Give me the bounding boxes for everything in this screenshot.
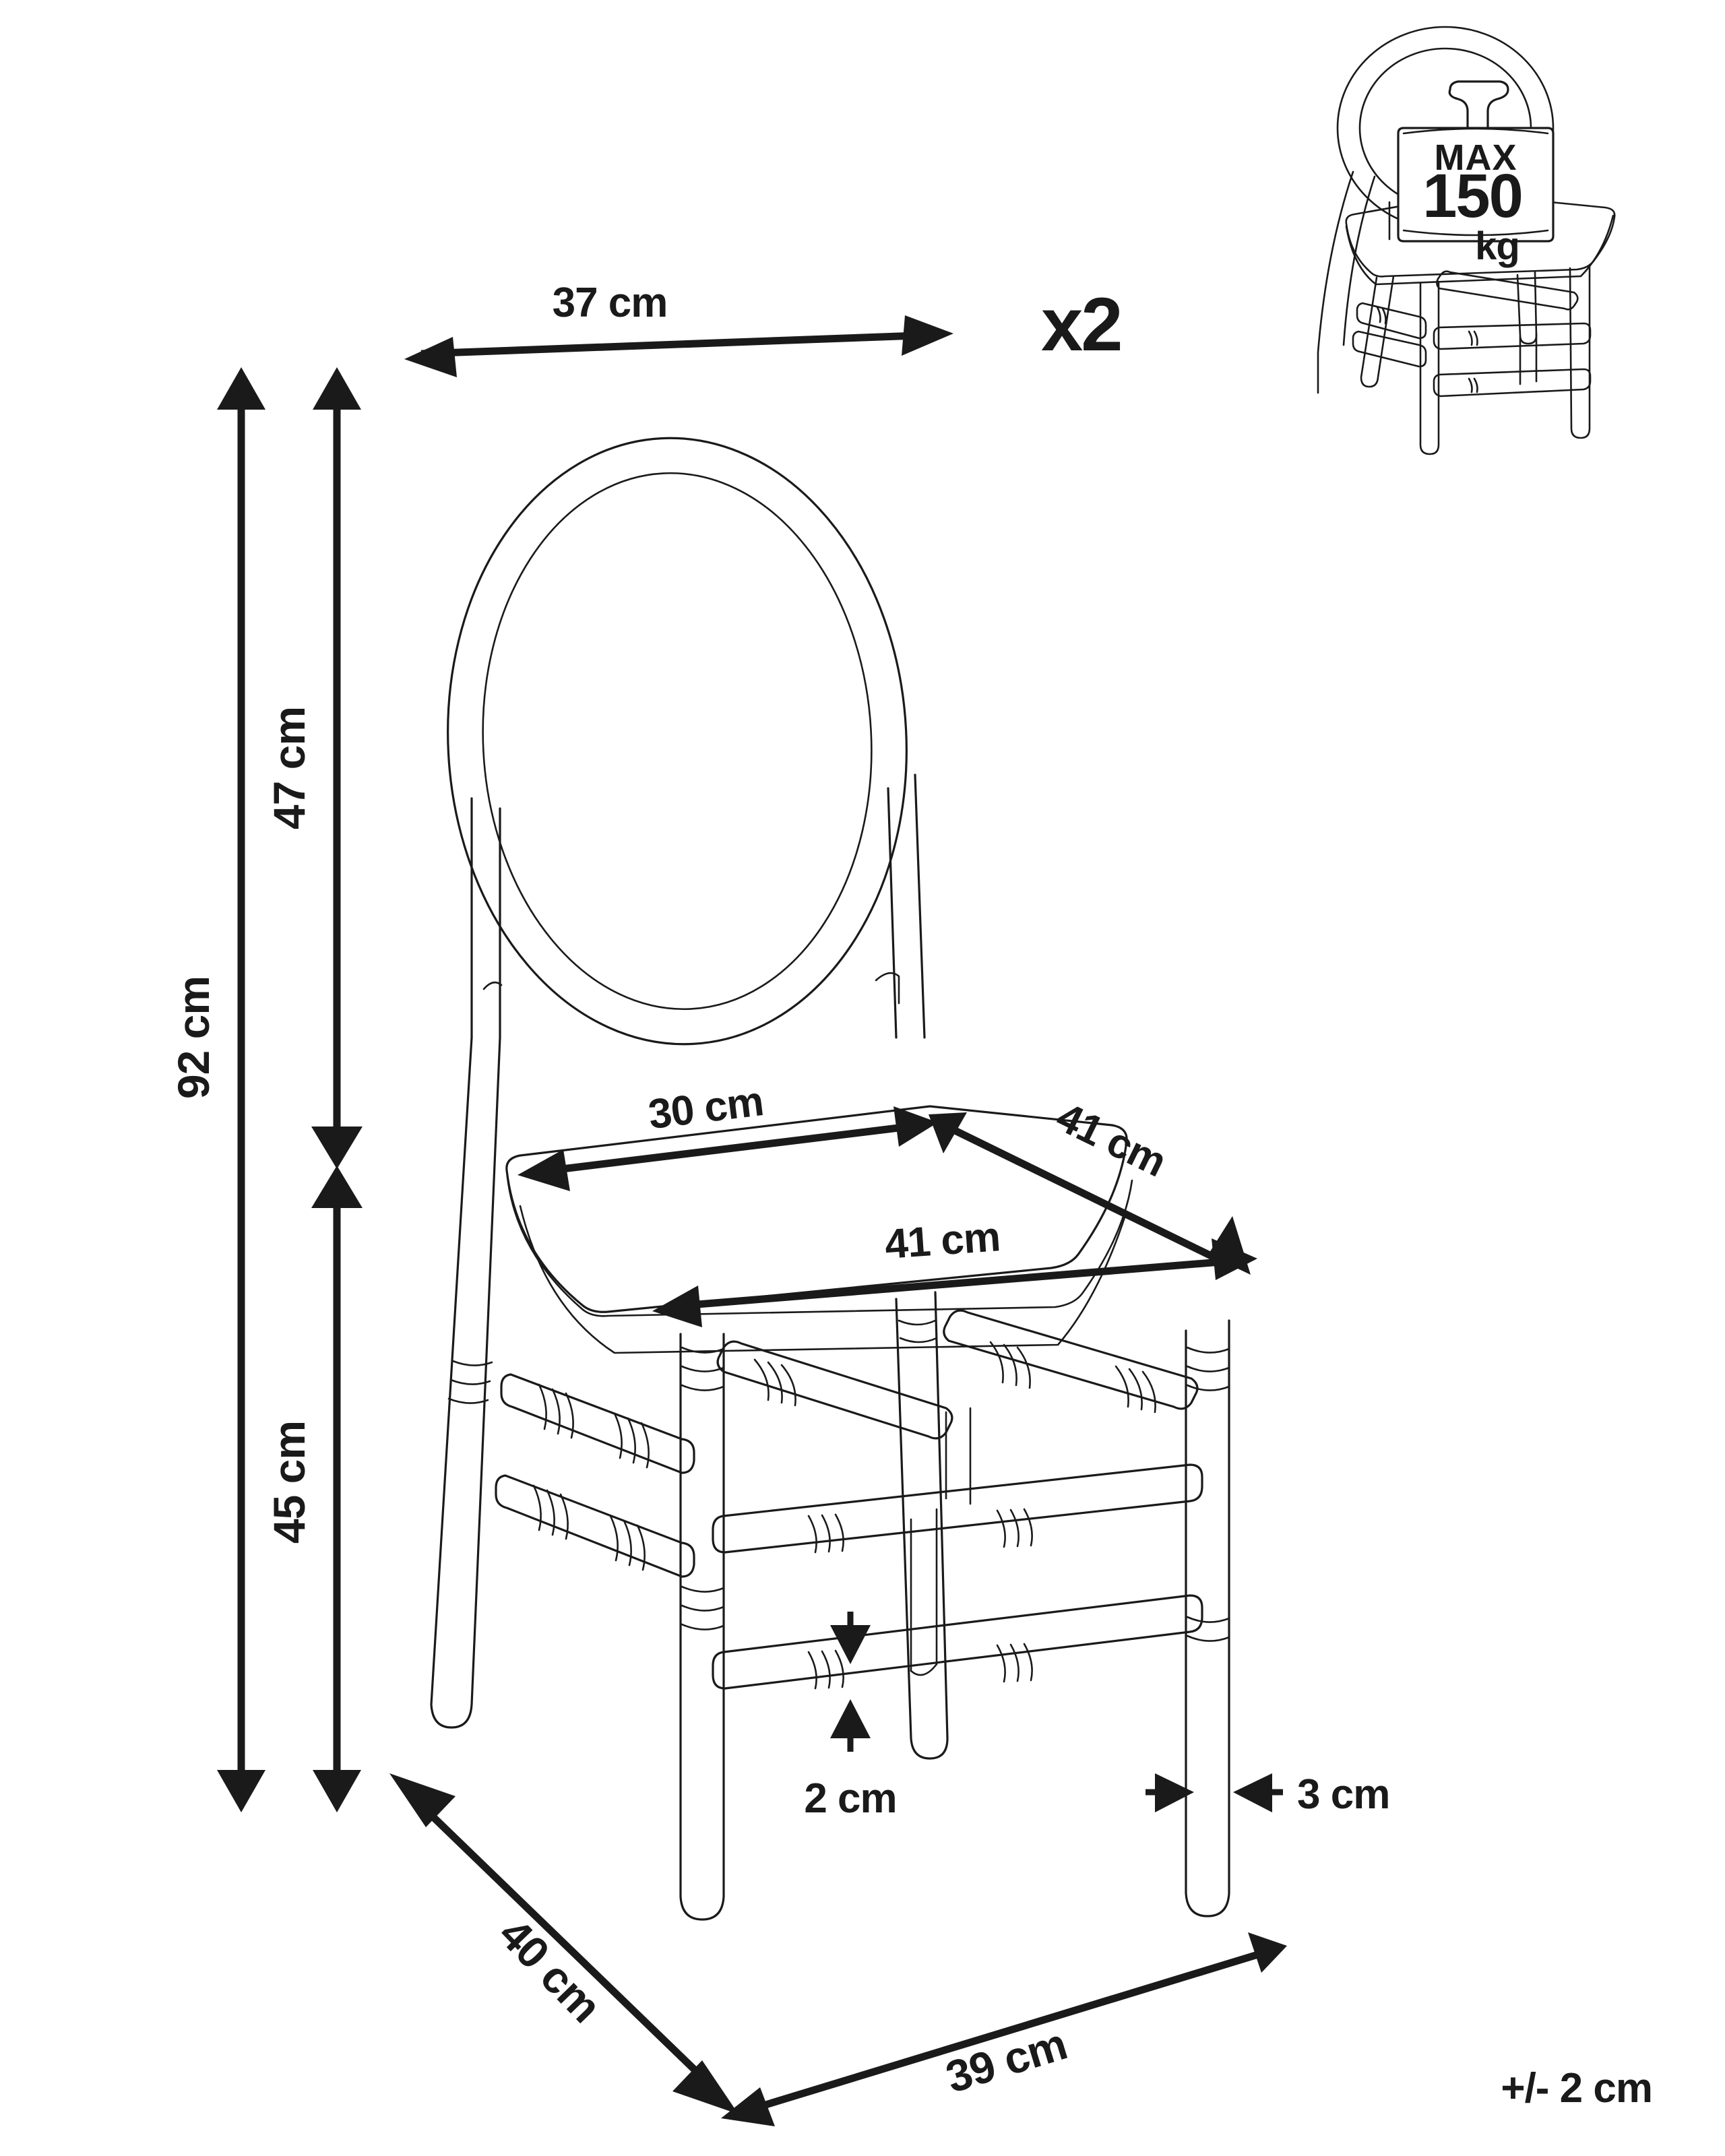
dimension-label-41cm-depth: 41 cm: [1049, 1093, 1173, 1186]
dimension-label-3cm: 3 cm: [1297, 1771, 1389, 1818]
max-load-inset: MAX 150 kg: [1317, 26, 1616, 455]
dimension-footprint-width: 39 cm: [721, 1932, 1287, 2126]
load-badge-max-label: MAX: [1435, 137, 1517, 178]
dimension-rung-thickness: 2 cm: [804, 1612, 898, 1822]
chair-legs: [430, 1036, 1230, 1921]
dimension-label-37cm: 37 cm: [553, 280, 668, 326]
load-badge-unit-label: kg: [1475, 224, 1519, 268]
tolerance-note-label: +/- 2 cm: [1501, 2065, 1652, 2112]
dimension-footprint-depth: 40 cm: [389, 1773, 739, 2114]
weight-block-icon: MAX 150 kg: [1397, 80, 1555, 268]
dimension-label-92cm: 92 cm: [168, 976, 218, 1099]
chair-seat: [505, 1105, 1133, 1354]
backrest-posts: [470, 773, 926, 1039]
quantity-badge: x2: [1041, 282, 1123, 367]
dimension-backrest-height: 47 cm: [264, 367, 363, 1169]
dimension-total-height: 92 cm: [168, 367, 265, 1812]
dimension-leg-thickness: 3 cm: [1146, 1771, 1390, 1818]
backrest-medallion: [447, 437, 908, 1046]
quantity-badge-label: x2: [1041, 282, 1121, 367]
dimension-label-45cm: 45 cm: [264, 1421, 314, 1544]
chair-stretchers: [495, 1309, 1203, 1690]
tolerance-note: +/- 2 cm: [1501, 2065, 1653, 2112]
dimension-seat-height: 45 cm: [264, 1166, 363, 1812]
dimension-label-47cm: 47 cm: [264, 707, 314, 829]
dimension-seat-rear-width: 30 cm: [518, 1078, 938, 1191]
load-badge-value-label: 150: [1422, 162, 1522, 230]
dimension-label-2cm: 2 cm: [804, 1775, 896, 1822]
dimension-seat-front-width: 41 cm: [652, 1213, 1257, 1327]
dimension-backrest-width: 37 cm: [404, 280, 953, 377]
inset-chair-illustration: [1317, 26, 1616, 455]
dimension-label-41cm-front: 41 cm: [883, 1213, 1001, 1268]
